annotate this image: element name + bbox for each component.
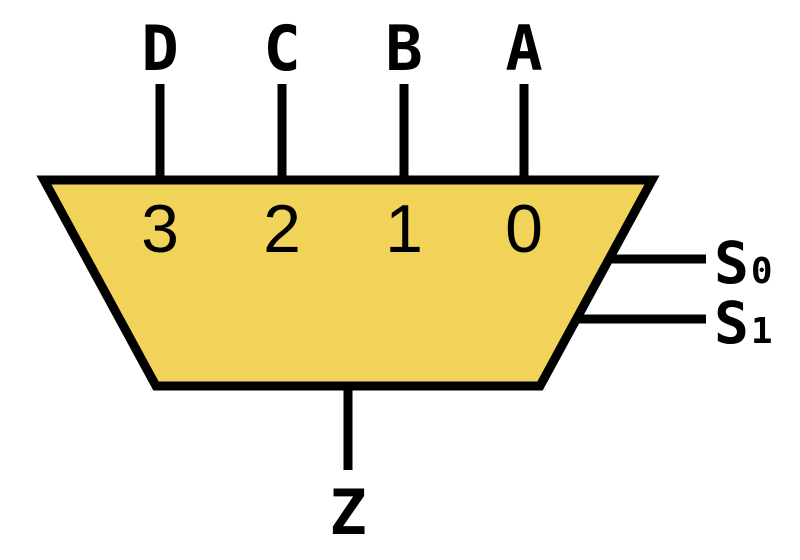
input-label-b: B xyxy=(385,12,422,85)
input-label-c: C xyxy=(263,12,300,85)
multiplexer-body xyxy=(36,175,660,391)
select-subscript-0: 0 xyxy=(751,251,773,292)
input-label-a: A xyxy=(505,12,542,85)
port-number-0: 0 xyxy=(505,191,543,267)
select-subscript-1: 1 xyxy=(751,311,773,352)
input-label-d: D xyxy=(141,12,178,85)
port-number-3: 3 xyxy=(141,191,179,267)
select-letter-s1: S xyxy=(714,289,749,357)
select-label-s0: S0 xyxy=(714,229,773,297)
port-number-2: 2 xyxy=(263,191,301,267)
output-label-z: Z xyxy=(329,476,366,549)
port-number-1: 1 xyxy=(385,191,423,267)
select-label-s1: S1 xyxy=(714,289,773,357)
select-letter-s0: S xyxy=(714,229,749,297)
